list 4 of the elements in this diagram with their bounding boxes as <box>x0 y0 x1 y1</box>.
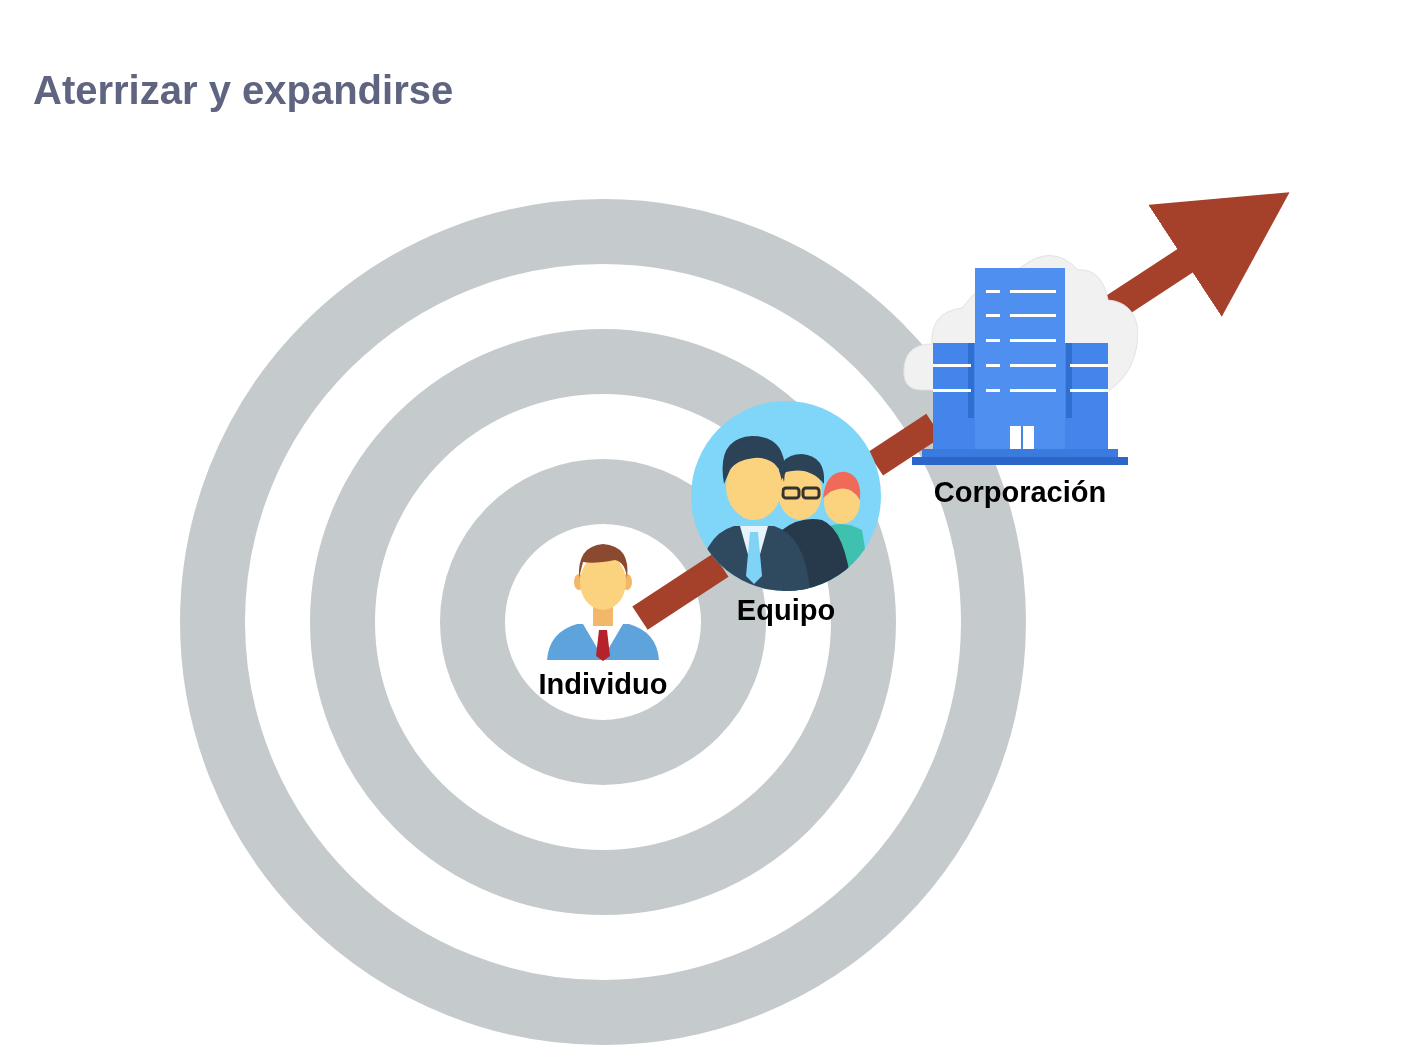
node-label: Individuo <box>537 668 669 701</box>
node-label: Equipo <box>735 594 837 627</box>
node-label: Corporación <box>932 476 1108 509</box>
title: Aterrizar y expandirse <box>33 68 454 113</box>
